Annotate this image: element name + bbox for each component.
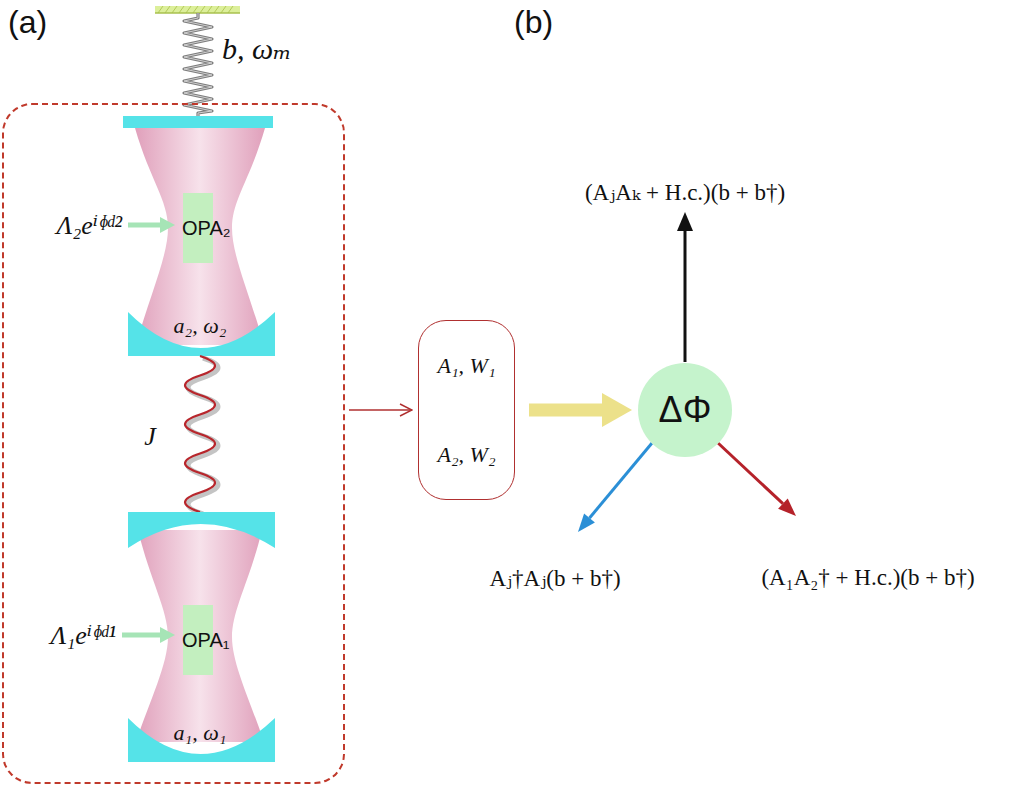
phase-circle: ΔΦ xyxy=(638,363,732,457)
mode-box-text: A₁, W₁ xyxy=(437,353,495,379)
panel-letter: (b) xyxy=(514,4,553,41)
spring-highlight xyxy=(184,13,212,117)
movable-mirror xyxy=(123,116,273,128)
coupling-wave xyxy=(185,356,215,512)
interaction-arrow xyxy=(590,443,653,518)
interaction-arrow xyxy=(718,443,783,504)
interaction-arrow xyxy=(684,229,687,362)
mode-box: A₁, W₁ A₂, W₂ xyxy=(418,320,515,500)
transfer-arrow xyxy=(529,404,602,417)
mechanical-mode-label: b, ωₘ xyxy=(222,31,292,66)
drive-arrowhead xyxy=(160,217,175,233)
opa-crystal: OPA₁ xyxy=(181,605,235,675)
panel-letter: (a) xyxy=(8,4,47,41)
drive-label: Λ₁eⁱᶲᵈ¹ xyxy=(51,620,116,651)
interaction-arrowhead xyxy=(578,514,595,532)
ceiling-hatch xyxy=(158,6,233,13)
mode-label: a₂, ω₂ xyxy=(174,313,227,339)
flow-arrow xyxy=(349,409,412,411)
drive-label: Λ₂eⁱᶲᵈ² xyxy=(57,210,122,241)
interaction-arrowhead xyxy=(677,212,693,231)
cavity-beam xyxy=(135,128,265,345)
cavity-mirror xyxy=(128,512,275,548)
interaction-term: (A₁A₂† + H.c.)(b + b†) xyxy=(761,565,974,591)
opa-crystal-text: OPA₁ xyxy=(182,629,230,652)
cavity-mirror xyxy=(128,312,275,356)
coupling-label: J xyxy=(144,422,156,452)
opa-crystal: OPA₂ xyxy=(181,193,236,263)
opa-crystal-text: OPA₂ xyxy=(182,217,231,240)
mode-label: a₁, ω₁ xyxy=(174,720,227,746)
interaction-term: Aⱼ†Aⱼ(b + b†) xyxy=(489,565,620,592)
cavity-mirror xyxy=(128,718,275,762)
drive-arrow xyxy=(128,223,162,228)
phase-circle-text: ΔΦ xyxy=(659,389,712,431)
drive-arrowhead xyxy=(160,627,175,643)
system-panel: Λ₂eⁱᶲᵈ² a₂, ω₂ J Λ₁eⁱᶲᵈ¹ a₁, ω₁ OPA₂ OPA₁ xyxy=(2,103,345,784)
spring xyxy=(184,13,212,117)
drive-arrow xyxy=(122,633,162,638)
mode-box-text: A₂, W₂ xyxy=(437,442,495,468)
interaction-arrowhead xyxy=(778,499,796,516)
interaction-term: (AⱼAₖ + H.c.)(b + b†) xyxy=(585,179,785,206)
ceiling xyxy=(155,6,240,13)
